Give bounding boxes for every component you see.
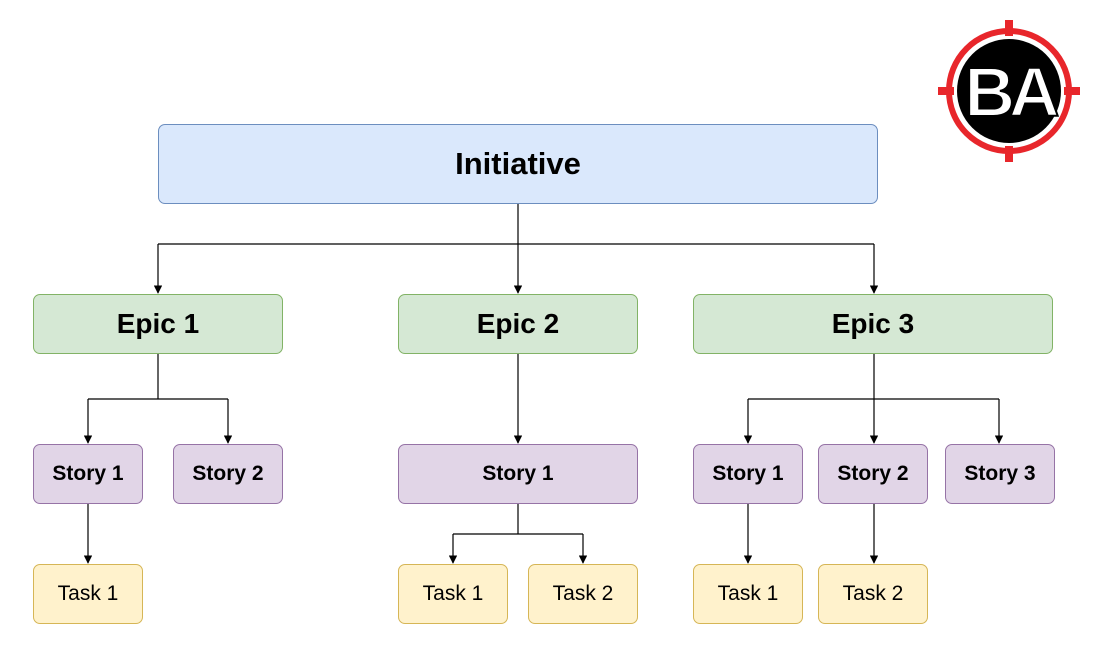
epic-3-story-2-label: Story 2 — [837, 462, 909, 485]
epic-3-story-1-label: Story 1 — [712, 462, 784, 485]
epic-1-story-1-task-1-label: Task 1 — [57, 582, 119, 605]
logo-crosshair-top — [1005, 20, 1013, 36]
ba-logo: BA — [938, 20, 1080, 162]
epic-2-story-1-task-2-label: Task 2 — [552, 582, 614, 605]
logo-crosshair-left — [938, 87, 954, 95]
logo-crosshair-bottom — [1005, 146, 1013, 162]
logo-letters: BA — [964, 53, 1058, 131]
epic-2-story-1-task-1-label: Task 1 — [422, 582, 484, 605]
logo-inner-disc — [957, 39, 1061, 143]
epic-2-story-1-task-2-node: Task 2 — [528, 564, 638, 624]
epic-3-story-2-node: Story 2 — [818, 444, 928, 504]
epic-2-node: Epic 2 — [398, 294, 638, 354]
epic-3-node: Epic 3 — [693, 294, 1053, 354]
epic-3-label: Epic 3 — [831, 308, 915, 339]
epic-3-story-3-label: Story 3 — [964, 462, 1036, 485]
epic-3-story-1-node: Story 1 — [693, 444, 803, 504]
epic-2-label: Epic 2 — [476, 308, 560, 339]
logo-crosshair-right — [1064, 87, 1080, 95]
epic-1-story-1-node: Story 1 — [33, 444, 143, 504]
initiative-label: Initiative — [455, 146, 581, 181]
epic-3-story-1-task-1-label: Task 1 — [717, 582, 779, 605]
epic-2-story-1-node: Story 1 — [398, 444, 638, 504]
epic-1-story-1-task-1-node: Task 1 — [33, 564, 143, 624]
epic-3-story-3-node: Story 3 — [945, 444, 1055, 504]
epic-1-node: Epic 1 — [33, 294, 283, 354]
connectors — [83, 204, 1004, 564]
epic-3-story-1-task-1-node: Task 1 — [693, 564, 803, 624]
epic-1-story-2-node: Story 2 — [173, 444, 283, 504]
epic-1-story-1-label: Story 1 — [52, 462, 124, 485]
epic-1-label: Epic 1 — [116, 308, 200, 339]
initiative-node: Initiative — [158, 124, 878, 204]
epic-3-story-2-task-2-node: Task 2 — [818, 564, 928, 624]
epic-2-story-1-label: Story 1 — [482, 462, 554, 485]
epic-1-story-2-label: Story 2 — [192, 462, 264, 485]
epic-2-story-1-task-1-node: Task 1 — [398, 564, 508, 624]
epic-3-story-2-task-2-label: Task 2 — [842, 582, 904, 605]
